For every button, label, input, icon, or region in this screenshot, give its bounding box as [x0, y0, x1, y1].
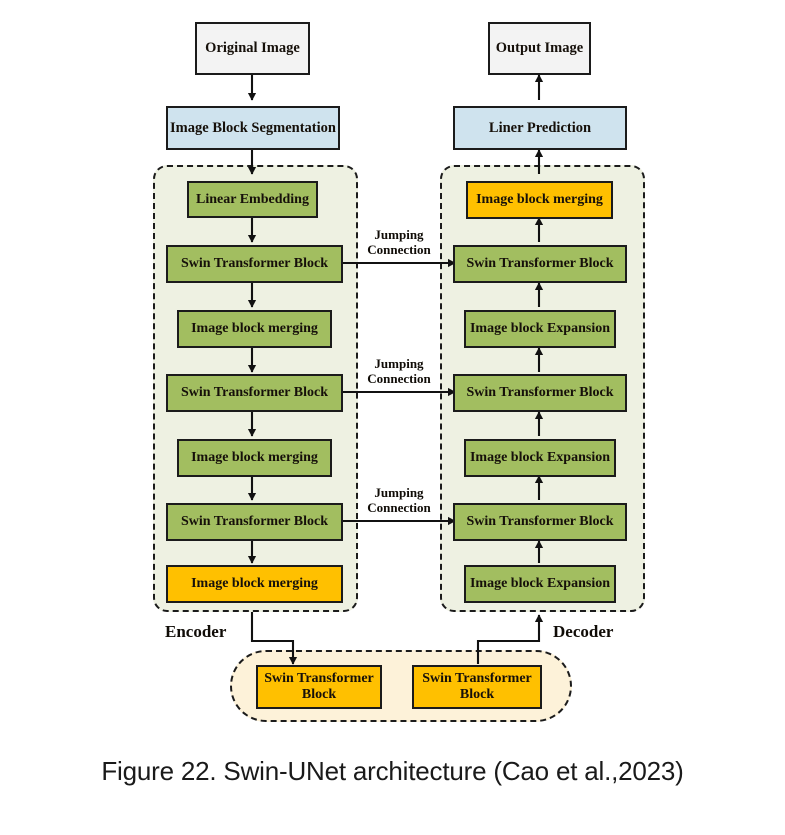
original-image-box: Original Image — [195, 22, 310, 75]
decoder-block-image-block-expansion-1: Image block Expansion — [464, 310, 616, 348]
decoder-block-label: Swin Transformer Block — [466, 514, 614, 530]
output-image-box: Output Image — [488, 22, 591, 75]
encoder-block-label: Swin Transformer Block — [180, 514, 328, 530]
encoder-block-label: Image block merging — [191, 576, 318, 592]
bottleneck-block-swin-transformer-1: Swin Transformer Block — [256, 665, 382, 709]
decoder-block-image-block-expansion-2: Image block Expansion — [464, 439, 616, 477]
encoder-block-image-block-merging-2: Image block merging — [177, 439, 332, 477]
figure-caption: Figure 22. Swin-UNet architecture (Cao e… — [101, 756, 684, 786]
bottleneck-block-label: Swin Transformer Block — [264, 671, 374, 702]
bottleneck-block-swin-transformer-2: Swin Transformer Block — [412, 665, 542, 709]
decoder-block-label: Swin Transformer Block — [466, 256, 614, 272]
decoder-block-label: Swin Transformer Block — [466, 385, 614, 401]
encoder-block-image-block-merging-1: Image block merging — [177, 310, 332, 348]
liner-prediction-label: Liner Prediction — [488, 119, 592, 136]
decoder-block-swin-transformer-2: Swin Transformer Block — [453, 374, 627, 412]
jumping-connection-label-3: Jumping Connection — [367, 485, 431, 515]
decoder-block-swin-transformer-1: Swin Transformer Block — [453, 245, 627, 283]
decoder-block-image-block-merging: Image block merging — [466, 181, 613, 219]
encoder-block-swin-transformer-3: Swin Transformer Block — [166, 503, 343, 541]
image-block-segmentation-box: Image Block Segmentation — [166, 106, 340, 150]
decoder-block-label: Image block merging — [476, 192, 603, 208]
bottleneck-block-label: Swin Transformer Block — [422, 671, 532, 702]
encoder-block-image-block-merging-3: Image block merging — [166, 565, 343, 603]
decoder-block-label: Image block Expansion — [469, 576, 611, 592]
encoder-block-label: Image block merging — [191, 450, 318, 466]
jumping-connection-label-1: Jumping Connection — [367, 227, 431, 257]
encoder-block-swin-transformer-1: Swin Transformer Block — [166, 245, 343, 283]
decoder-block-swin-transformer-3: Swin Transformer Block — [453, 503, 627, 541]
liner-prediction-box: Liner Prediction — [453, 106, 627, 150]
encoder-block-linear-embedding: Linear Embedding — [187, 181, 318, 218]
decoder-block-label: Image block Expansion — [469, 321, 611, 337]
jumping-connection-label-2: Jumping Connection — [367, 356, 431, 386]
original-image-label: Original Image — [205, 40, 300, 57]
encoder-block-label: Image block merging — [191, 321, 318, 337]
image-block-segmentation-label: Image Block Segmentation — [170, 119, 336, 136]
encoder-label: Encoder — [165, 622, 227, 641]
encoder-block-label: Swin Transformer Block — [180, 256, 328, 272]
decoder-block-label: Image block Expansion — [469, 450, 611, 466]
decoder-block-image-block-expansion-3: Image block Expansion — [464, 565, 616, 603]
output-image-label: Output Image — [495, 40, 584, 57]
encoder-block-label: Linear Embedding — [196, 191, 309, 207]
decoder-label: Decoder — [553, 622, 614, 641]
encoder-block-swin-transformer-2: Swin Transformer Block — [166, 374, 343, 412]
encoder-block-label: Swin Transformer Block — [180, 385, 328, 401]
